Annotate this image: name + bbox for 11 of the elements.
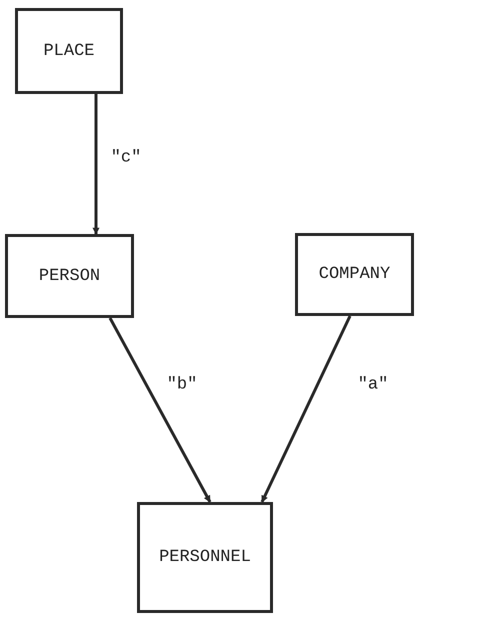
arrow bbox=[108, 317, 212, 503]
entity-name: PERSONNEL bbox=[159, 548, 251, 567]
entity-box bbox=[15, 8, 123, 94]
entity-box bbox=[5, 234, 134, 318]
entity-name: PLACE bbox=[43, 42, 94, 60]
entity-box bbox=[137, 502, 273, 613]
entity-box bbox=[295, 233, 414, 316]
arrow bbox=[260, 315, 352, 503]
entity-name: PERSON bbox=[38, 266, 100, 286]
entity-name: COMPANY bbox=[318, 265, 390, 284]
arrow bbox=[92, 94, 100, 235]
